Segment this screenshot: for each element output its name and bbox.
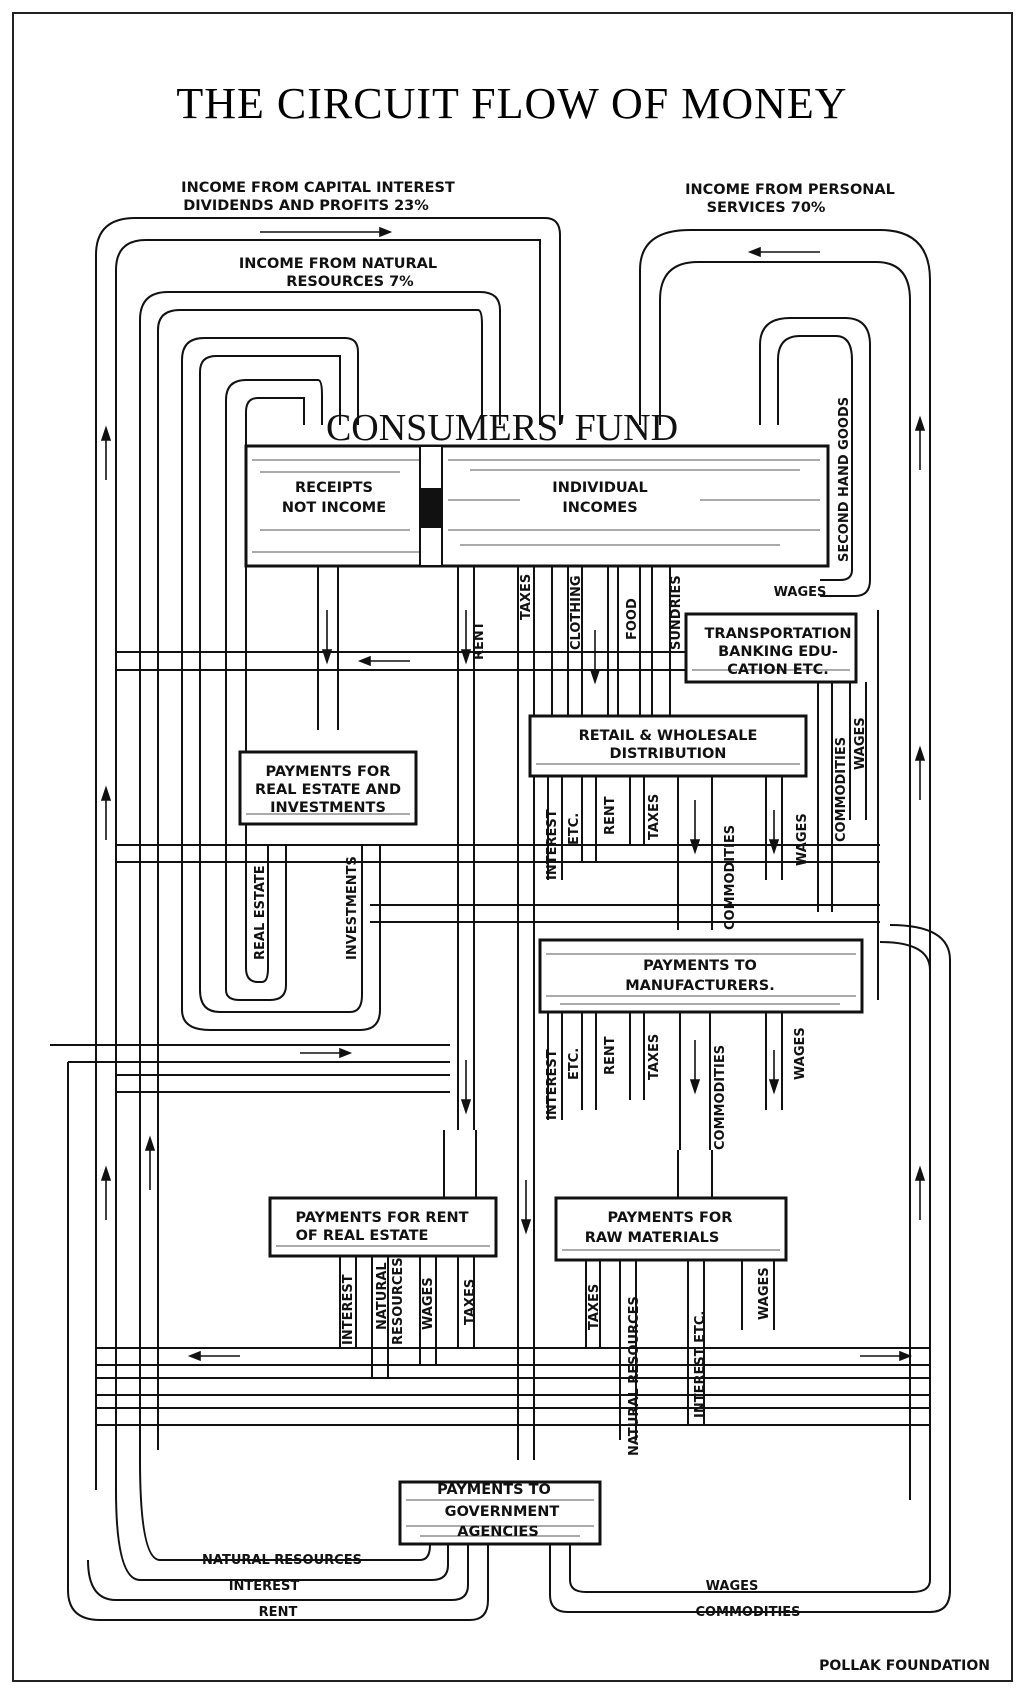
flow-arrows xyxy=(100,415,926,1220)
transportation-line3: CATION ETC. xyxy=(727,662,828,678)
real-estate-return-loop xyxy=(181,337,381,1031)
consumer-outflow-pipes xyxy=(317,566,671,1460)
real-estate-payments-line2: REAL ESTATE AND xyxy=(255,782,401,798)
personal-services-label-line1: INCOME FROM PERSONAL xyxy=(685,182,895,198)
retail-rent-label: RENT xyxy=(603,796,618,835)
bottom-rent-label: RENT xyxy=(259,1605,298,1620)
rent-payments-line2: OF REAL ESTATE xyxy=(296,1228,429,1244)
consumers-fund-title: CONSUMERS' FUND xyxy=(326,407,678,449)
individual-incomes-line1: INDIVIDUAL xyxy=(552,480,647,496)
manufacturers-wages-label: WAGES xyxy=(793,1027,808,1080)
government-line3: AGENCIES xyxy=(457,1524,539,1540)
diagram-title: THE CIRCUIT FLOW OF MONEY xyxy=(176,79,847,128)
consumers-wages-label: WAGES xyxy=(774,585,827,600)
right-return-pipes xyxy=(549,610,951,1613)
rent-payments-interest-label: INTEREST xyxy=(341,1274,356,1345)
transportation-wages-label: WAGES xyxy=(853,717,868,770)
horizontal-channels xyxy=(50,651,930,1590)
rent-payments-tank xyxy=(268,1130,498,1378)
bottom-interest-label: INTEREST xyxy=(229,1579,300,1594)
food-outflow-label: FOOD xyxy=(625,598,640,640)
consumers-fund-tank xyxy=(244,444,830,568)
credit-label: POLLAK FOUNDATION xyxy=(819,1658,990,1674)
government-tank xyxy=(398,1480,602,1546)
retail-line2: DISTRIBUTION xyxy=(610,746,727,762)
transportation-commodities-label: COMMODITIES xyxy=(834,737,849,842)
rent-payments-line1: PAYMENTS FOR RENT xyxy=(295,1210,468,1226)
retail-etc-label: ETC. xyxy=(567,813,582,845)
retail-tank xyxy=(528,714,808,930)
raw-materials-line1: PAYMENTS FOR xyxy=(608,1210,733,1226)
personal-services-pipe xyxy=(639,229,931,1510)
diagram-frame xyxy=(12,12,1013,1682)
second-hand-goods-pipe xyxy=(759,317,871,597)
bottom-commodities-label: COMMODITIES xyxy=(695,1605,800,1620)
retail-commodities-label: COMMODITIES xyxy=(723,825,738,930)
raw-materials-line2: RAW MATERIALS xyxy=(585,1230,720,1246)
real-estate-payments-line3: INVESTMENTS xyxy=(270,800,386,816)
raw-materials-interest-label: INTEREST ETC. xyxy=(693,1311,708,1418)
retail-interest-label: INTEREST xyxy=(545,809,560,880)
rent-outflow-label: RENT xyxy=(472,621,487,660)
bottom-wages-label: WAGES xyxy=(706,1579,759,1594)
capital-income-label-line1: INCOME FROM CAPITAL INTEREST xyxy=(181,180,455,196)
capital-income-pipe xyxy=(95,217,561,1490)
manufacturers-interest-label: INTEREST xyxy=(545,1049,560,1120)
raw-materials-taxes-label: TAXES xyxy=(587,1284,602,1330)
investments-label: INVESTMENTS xyxy=(345,856,360,960)
manufacturers-commodities-label: COMMODITIES xyxy=(713,1045,728,1150)
real-estate-payments-tank xyxy=(238,750,418,826)
retail-line1: RETAIL & WHOLESALE xyxy=(579,728,758,744)
retail-wages-label: WAGES xyxy=(795,813,810,866)
transportation-line2: BANKING EDU- xyxy=(718,644,838,660)
retail-taxes-label: TAXES xyxy=(647,794,662,840)
receipts-not-income-line2: NOT INCOME xyxy=(282,500,386,516)
manufacturers-tank xyxy=(538,938,864,1150)
manufacturers-taxes-label: TAXES xyxy=(647,1034,662,1080)
individual-incomes-line2: INCOMES xyxy=(562,500,637,516)
taxes-outflow-label: TAXES xyxy=(519,574,534,620)
natural-resources-income-label-line2: RESOURCES 7% xyxy=(286,274,414,290)
government-line1: PAYMENTS TO xyxy=(437,1482,551,1498)
government-line2: GOVERNMENT xyxy=(445,1504,560,1520)
receipts-not-income-line1: RECEIPTS xyxy=(295,480,373,496)
personal-services-label-line2: SERVICES 70% xyxy=(707,200,826,216)
manufacturers-rent-label: RENT xyxy=(603,1036,618,1075)
natural-resources-income-pipe xyxy=(139,291,501,1460)
rent-payments-wages-label: WAGES xyxy=(421,1277,436,1330)
capital-income-label-line2: DIVIDENDS AND PROFITS 23% xyxy=(183,198,429,214)
bottom-natural-resources-label: NATURAL RESOURCES xyxy=(202,1553,362,1568)
raw-materials-tank xyxy=(554,1150,788,1440)
natural-resources-income-label-line1: INCOME FROM NATURAL xyxy=(239,256,437,272)
transportation-line1: TRANSPORTATION xyxy=(705,626,852,642)
manufacturers-line2: MANUFACTURERS. xyxy=(625,978,775,994)
second-hand-goods-label: SECOND HAND GOODS xyxy=(837,397,852,562)
clothing-outflow-label: CLOTHING xyxy=(569,575,584,650)
raw-materials-wages-label: WAGES xyxy=(757,1267,772,1320)
rent-payments-taxes-label: TAXES xyxy=(463,1279,478,1325)
transportation-tank xyxy=(684,612,867,912)
manufacturers-etc-label: ETC. xyxy=(567,1048,582,1080)
raw-materials-natural-label: NATURAL RESOURCES xyxy=(627,1296,642,1456)
sundries-outflow-label: SUNDRIES xyxy=(669,575,684,650)
real-estate-payments-line1: PAYMENTS FOR xyxy=(266,764,391,780)
bottom-return-pipes xyxy=(67,1459,489,1621)
real-estate-label: REAL ESTATE xyxy=(253,865,268,960)
rent-payments-natural-line1: NATURAL xyxy=(375,1262,390,1330)
rent-payments-natural-line2: RESOURCES xyxy=(391,1257,406,1345)
manufacturers-line1: PAYMENTS TO xyxy=(643,958,757,974)
